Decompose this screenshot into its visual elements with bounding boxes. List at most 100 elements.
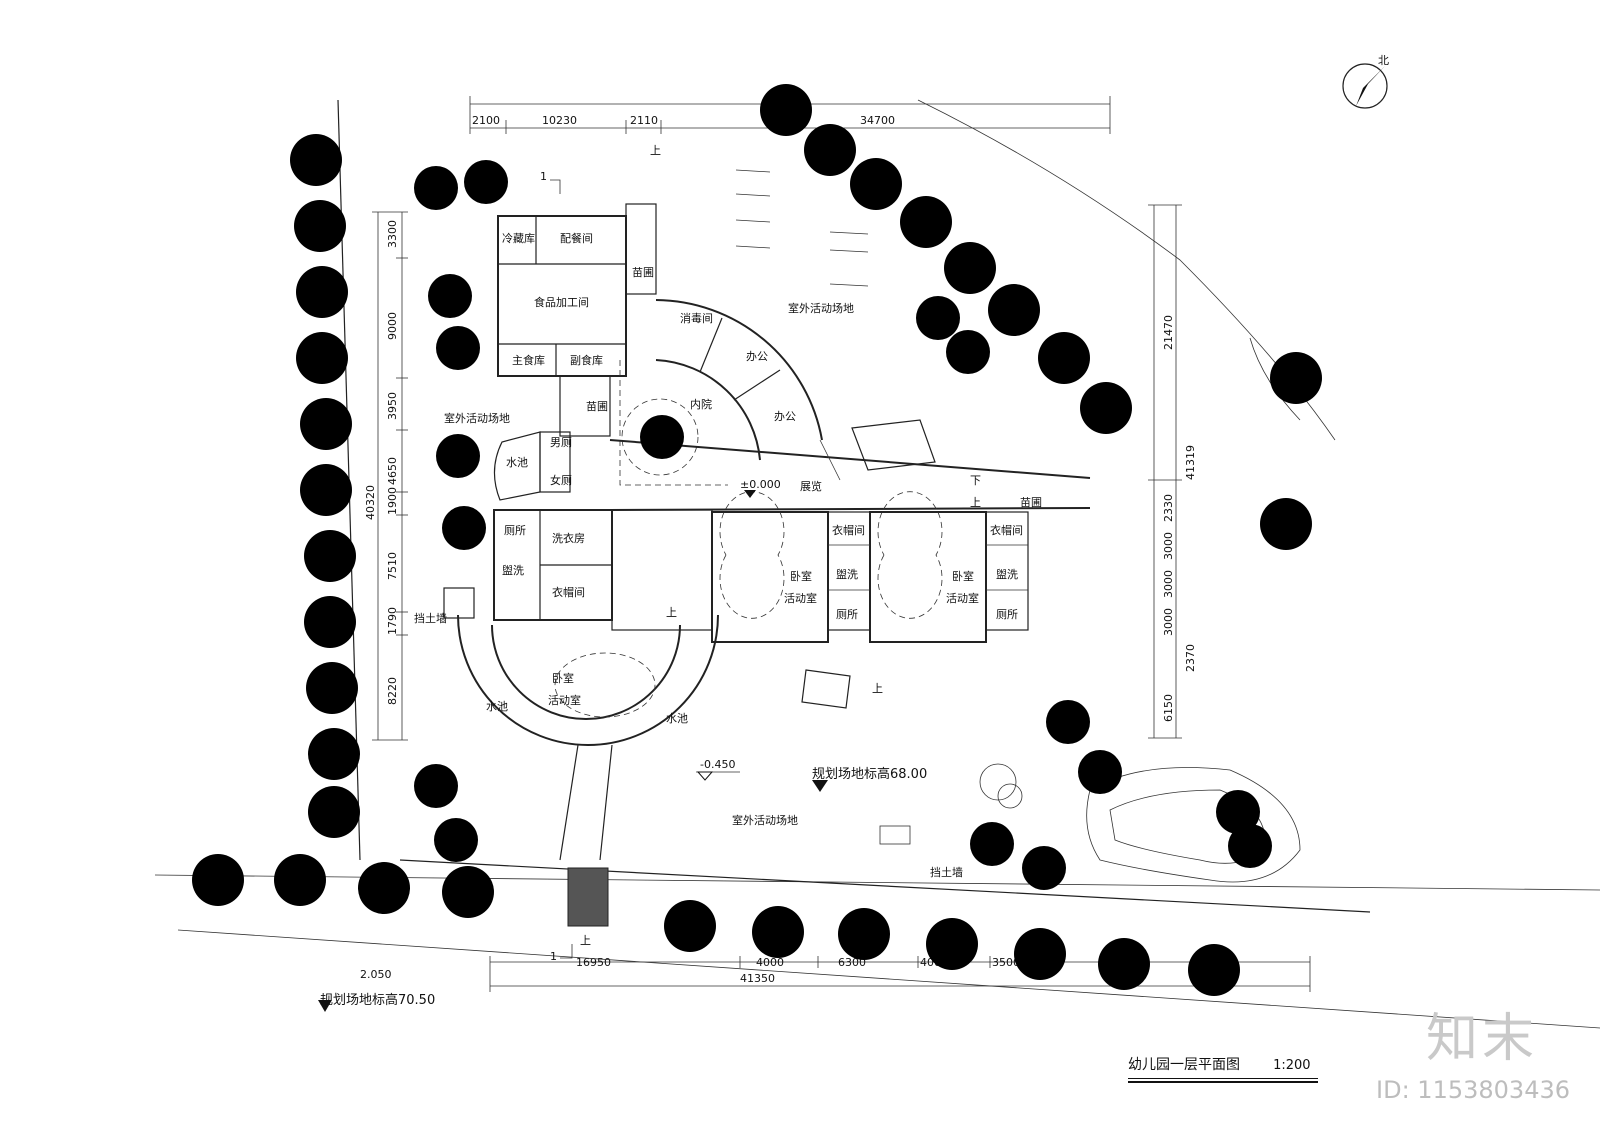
dim-left-6: 7510: [386, 552, 399, 580]
dim-top-1: 2100: [472, 114, 500, 127]
top-dimension-chain: 49140 2100 10230 2110 34700: [469, 90, 1111, 134]
dim-left-3: 3950: [386, 392, 399, 420]
dim-left-4: 4650: [386, 457, 399, 485]
label-retaining-wall-2: 挡土墙: [930, 865, 963, 879]
room-wash-1: 盥洗: [502, 564, 524, 577]
room-bedroom-3: 卧室: [552, 671, 574, 685]
room-side-store: 副食库: [570, 353, 603, 367]
dim-top-4: 34700: [860, 114, 895, 127]
dim-right-total-b: 41319: [1184, 445, 1197, 480]
tree-row-left: [290, 134, 360, 838]
room-wash-3: 盥洗: [996, 568, 1018, 581]
dim-bottom-total: 41350: [740, 972, 775, 985]
room-bedroom-1: 卧室: [790, 569, 812, 583]
label-outdoor-3: 室外活动场地: [732, 813, 798, 827]
label-exhibition: 展览: [800, 479, 822, 493]
dim-left-8: 8220: [386, 677, 399, 705]
up-mark-5: 上: [970, 496, 981, 509]
room-nursery-2: 苗圃: [586, 400, 608, 413]
drawing-title: 幼儿园一层平面图: [1128, 1057, 1240, 1073]
outdoor-features: [735, 169, 1301, 883]
room-office-2: 办公: [774, 410, 796, 423]
tree-row-bottom: [192, 854, 1240, 996]
arc-office-wing: [619, 299, 823, 486]
room-toilet-2: 厕所: [836, 608, 858, 621]
section-mark-2: 1: [550, 950, 557, 963]
elev-site-a: 规划场地标高68.00: [812, 766, 927, 782]
elevation-marks: ±0.000 -0.450 规划场地标高68.00 2.050 规划场地标高70…: [318, 144, 981, 1012]
room-toilet-3: 厕所: [996, 608, 1018, 621]
up-mark-4: 上: [580, 934, 591, 947]
room-nursery-1: 苗圃: [632, 266, 654, 279]
room-prep: 配餐间: [560, 231, 593, 245]
dim-left-total: 40320: [364, 485, 377, 520]
classroom-wing: [493, 491, 1029, 643]
dim-right-5: 2370: [1184, 644, 1197, 672]
right-dimension-chain: 21470 41319 2330 3000 3000 3000 2370 615…: [1148, 204, 1197, 739]
room-laundry: 洗衣房: [552, 531, 585, 545]
watermark-brand: 知末: [1425, 1009, 1538, 1069]
tree-row-diagonal: [760, 84, 1322, 550]
room-cloak-2: 衣帽间: [832, 523, 865, 537]
dim-left-7: 1790: [386, 607, 399, 635]
room-disinfection: 消毒间: [680, 311, 713, 325]
room-activity-3: 活动室: [548, 693, 581, 707]
label-pool-1: 水池: [506, 456, 528, 469]
room-activity-2: 活动室: [946, 591, 979, 605]
elev-site-b: 规划场地标高70.50: [320, 992, 435, 1008]
left-dimension-chain: 3300 9000 3950 4650 1900 7510 1790 8220 …: [364, 211, 408, 741]
room-nursery-3: 苗圃: [1020, 496, 1042, 509]
dim-bottom-5: 3500: [992, 956, 1020, 969]
dim-top-2: 10230: [542, 114, 577, 127]
drawing-scale: 1:200: [1273, 1058, 1311, 1073]
bottom-dimension-chain: 16950 4000 6300 4000 3500 41350: [489, 956, 1311, 992]
room-bedroom-2: 卧室: [952, 569, 974, 583]
kitchen-block: [497, 203, 657, 437]
dim-left-1: 3300: [386, 220, 399, 248]
north-label: 北: [1378, 54, 1389, 67]
up-mark-3: 上: [872, 682, 883, 695]
up-mark-1: 上: [650, 144, 661, 157]
room-wash-2: 盥洗: [836, 568, 858, 581]
dim-right-1: 2330: [1162, 494, 1175, 522]
dim-left-5: 1900: [386, 487, 399, 515]
room-women-wc: 女厕: [550, 473, 572, 487]
room-activity-1: 活动室: [784, 591, 817, 605]
room-food-processing: 食品加工间: [534, 295, 589, 309]
elev-yard: -0.450: [700, 758, 735, 771]
watermark-id: ID: 1153803436: [1376, 1076, 1570, 1104]
room-cloak-1: 衣帽间: [552, 585, 585, 599]
section-mark-1: 1: [540, 170, 547, 183]
room-staple-store: 主食库: [512, 353, 545, 367]
north-arrow-icon: 北: [1342, 54, 1389, 109]
dim-bottom-2: 4000: [756, 956, 784, 969]
round-classroom: [443, 587, 719, 927]
room-toilet-1: 厕所: [504, 524, 526, 537]
label-retaining-wall-1: 挡土墙: [414, 611, 447, 625]
dim-right-2: 3000: [1162, 532, 1175, 560]
room-cloak-3: 衣帽间: [990, 523, 1023, 537]
room-cold-storage: 冷藏库: [502, 232, 535, 245]
dim-left-2: 9000: [386, 312, 399, 340]
label-pool-2: 水池: [486, 700, 508, 713]
title-underline: [1128, 1078, 1318, 1083]
dim-top-3: 2110: [630, 114, 658, 127]
dim-right-total-a: 21470: [1162, 315, 1175, 350]
dim-right-3: 3000: [1162, 570, 1175, 598]
drawing-title-block: 幼儿园一层平面图 1:200: [1128, 1054, 1318, 1083]
label-outdoor-2: 室外活动场地: [444, 411, 510, 425]
dim-right-6: 6150: [1162, 694, 1175, 722]
room-office-1: 办公: [746, 350, 768, 363]
room-inner-court: 内院: [690, 397, 712, 411]
down-mark-1: 下: [970, 474, 981, 487]
elev-floor: ±0.000: [740, 478, 781, 491]
label-pool-3: 水池: [666, 712, 688, 725]
label-outdoor-1: 室外活动场地: [788, 301, 854, 315]
room-labels: 冷藏库 配餐间 食品加工间 主食库 副食库 苗圃 苗圃 苗圃 消毒间 办公 办公…: [414, 231, 1042, 879]
toilet-court: [493, 431, 571, 501]
elev-site-b-level: 2.050: [360, 968, 392, 981]
dim-right-4: 3000: [1162, 608, 1175, 636]
up-mark-2: 上: [666, 606, 677, 619]
room-men-wc: 男厕: [550, 436, 572, 449]
